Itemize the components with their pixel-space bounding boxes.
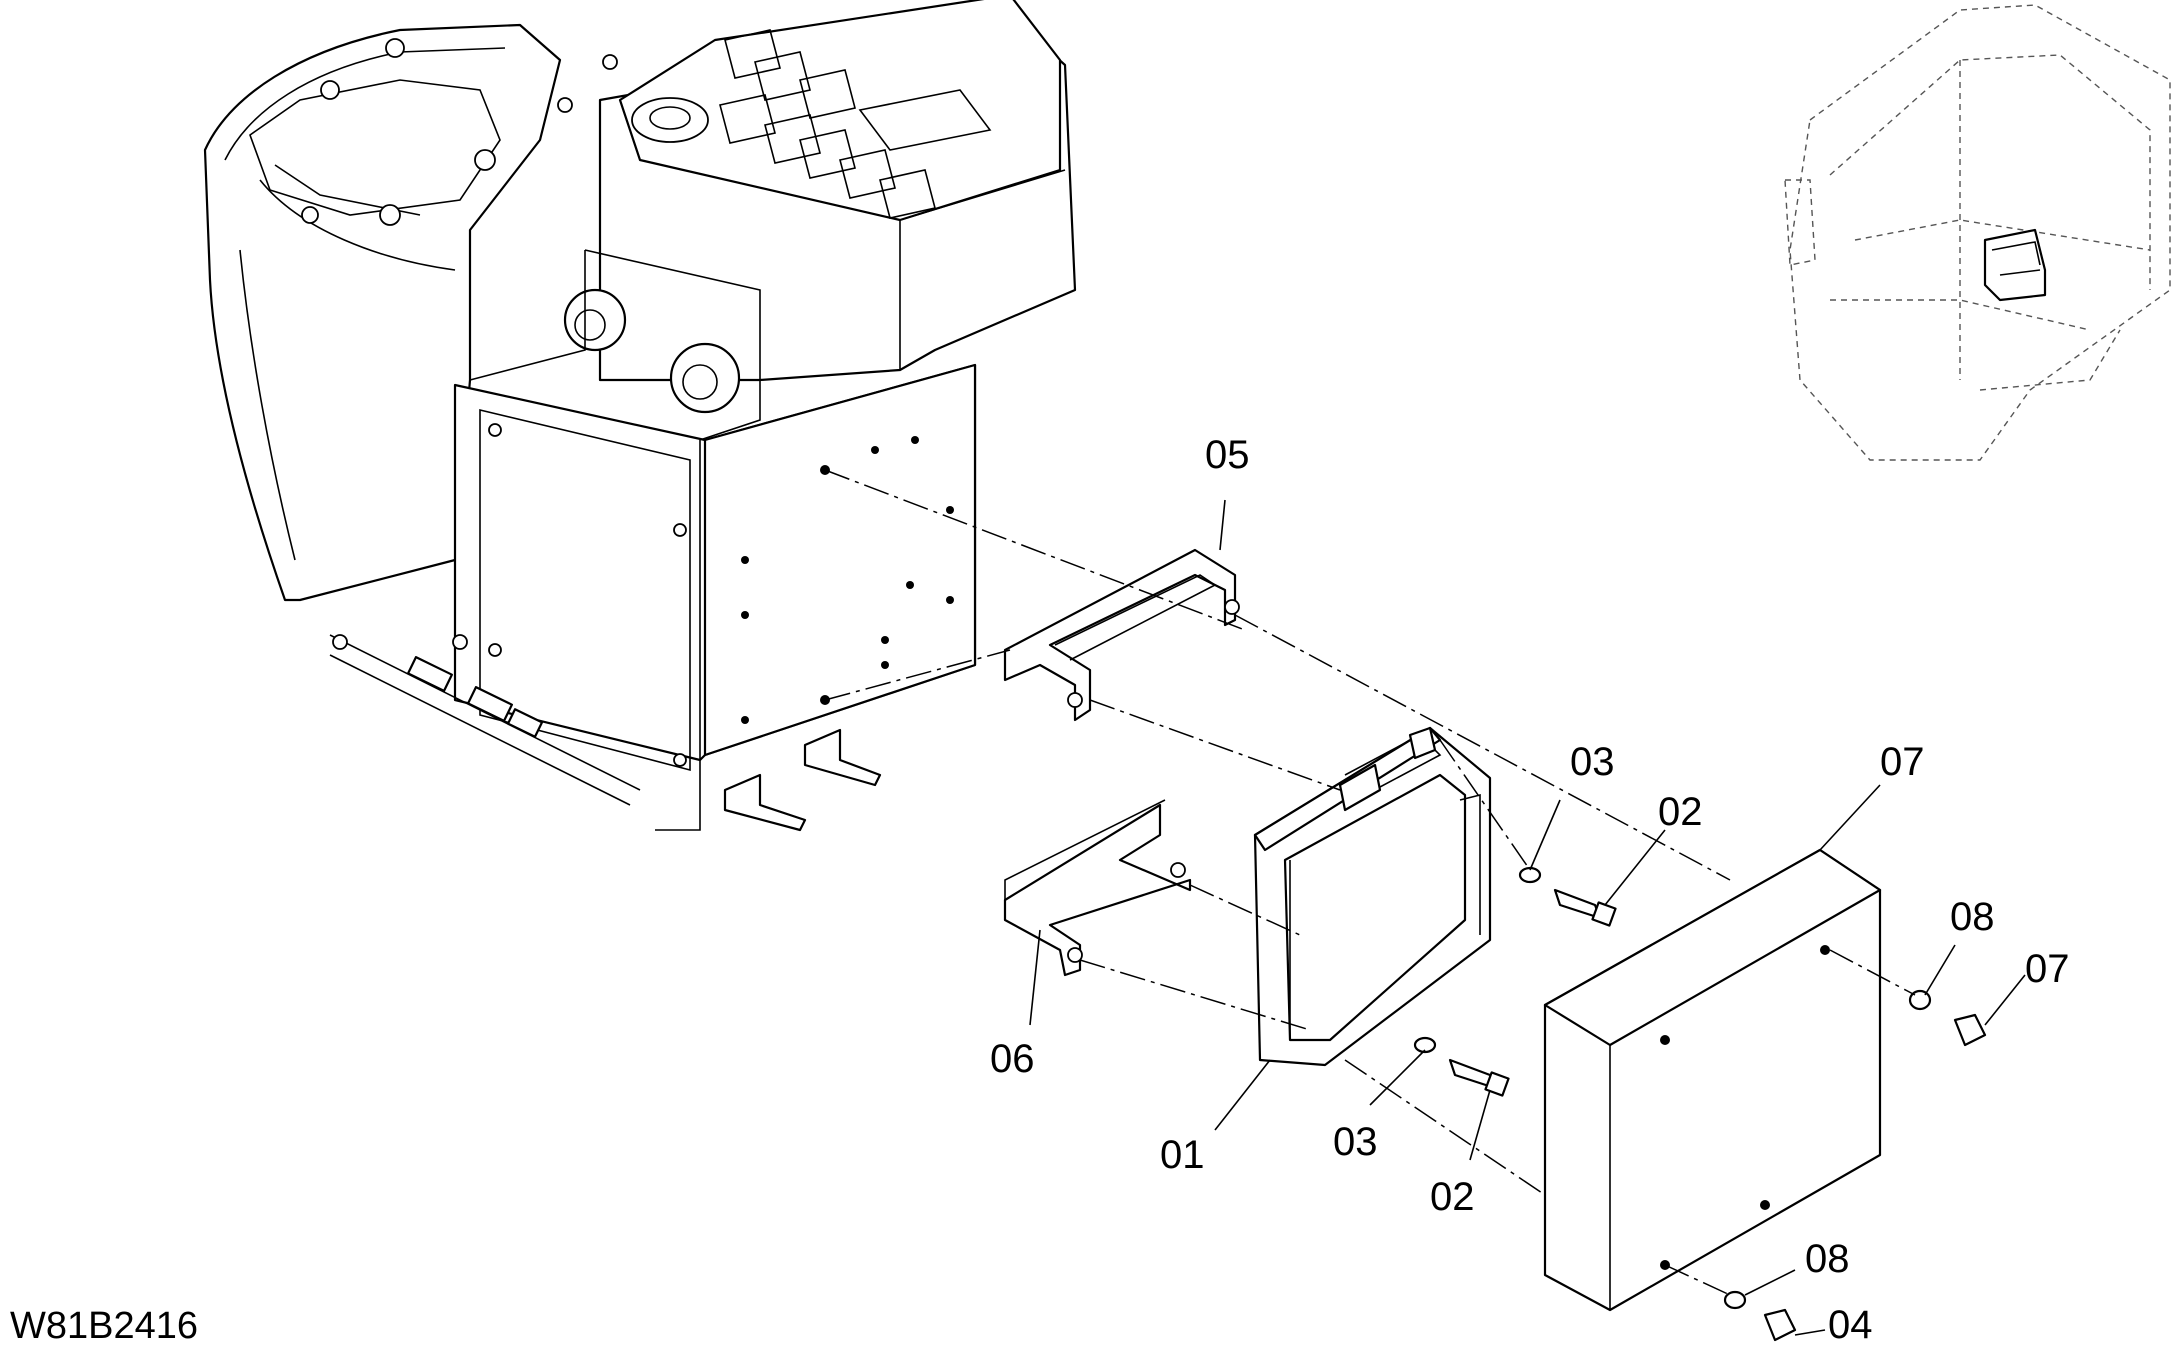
controller-01 xyxy=(1253,726,1492,1067)
callout-07-upper: 07 xyxy=(2025,947,2070,991)
bracket-04 xyxy=(1003,548,1240,722)
callout-08-upper: 08 xyxy=(1950,895,1995,939)
drawing-code: W81B2416 xyxy=(10,1305,198,1347)
hardware xyxy=(1413,866,1987,1342)
cover-06 xyxy=(1543,848,1882,1312)
console-assembly xyxy=(203,0,1077,832)
callout-08-lower: 08 xyxy=(1805,1237,1850,1281)
callout-05: 06 xyxy=(990,1037,1035,1081)
switch-openings xyxy=(719,29,992,219)
callout-02-upper: 02 xyxy=(1658,790,1703,834)
leader-lines xyxy=(1029,499,2026,1336)
callout-07-lower: 04 xyxy=(1828,1303,1873,1347)
alignment-lines xyxy=(824,469,1916,1296)
callout-labels: 05 06 01 03 02 03 02 07 08 07 08 04 xyxy=(990,433,2070,1347)
callout-06: 07 xyxy=(1880,740,1925,784)
callout-03-upper: 03 xyxy=(1570,740,1615,784)
callout-04: 05 xyxy=(1205,433,1250,477)
callout-03-lower: 03 xyxy=(1333,1120,1378,1164)
machine-cab-locator-icon xyxy=(1784,4,2171,461)
box-mounting-holes xyxy=(741,436,954,724)
callout-02-lower: 02 xyxy=(1430,1175,1475,1219)
bracket-05 xyxy=(1003,799,1192,977)
callout-01: 01 xyxy=(1160,1133,1205,1177)
